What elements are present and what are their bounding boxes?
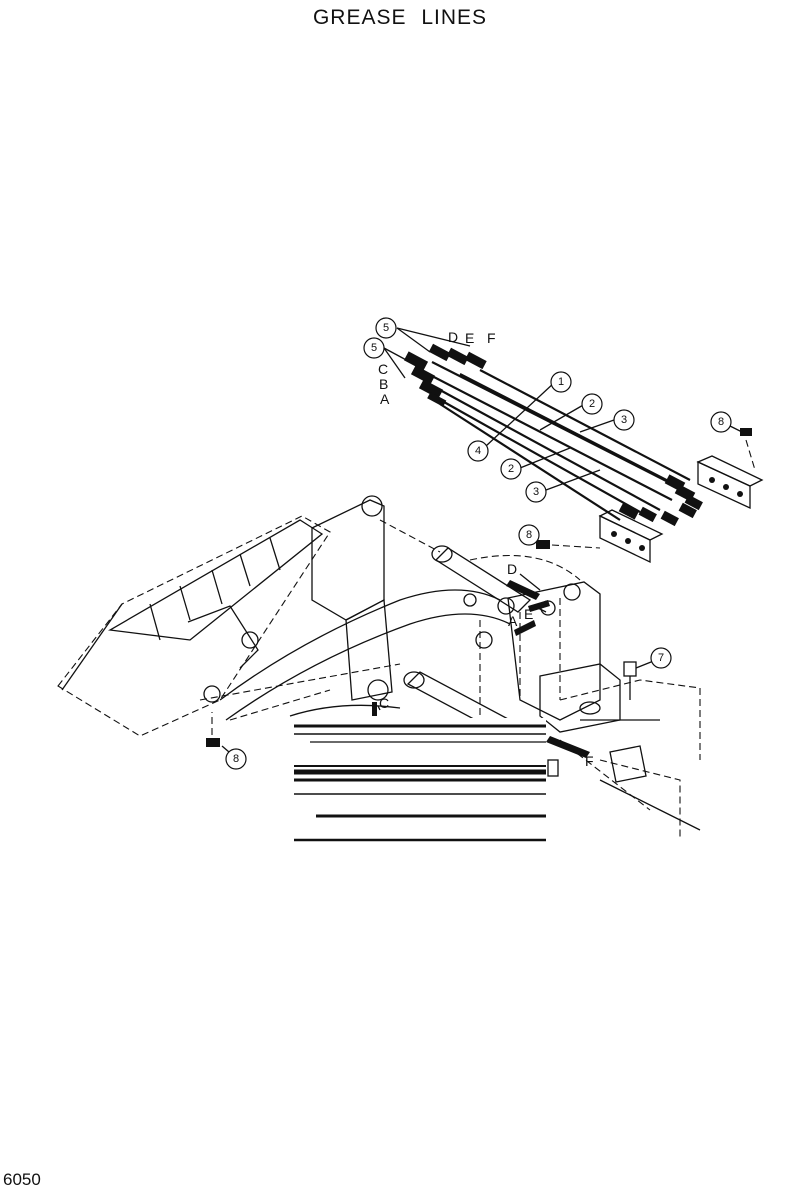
tilt-cylinder xyxy=(379,519,581,613)
label-F-lower: F xyxy=(585,753,594,769)
bolt-lower xyxy=(206,712,220,747)
label-F-upper: F xyxy=(487,330,496,346)
callout-8-middle: 8 xyxy=(518,524,540,546)
page-number: 6050 xyxy=(3,1170,41,1189)
callout-1: 1 xyxy=(550,371,572,393)
loader-boom xyxy=(219,495,511,721)
svg-text:1: 1 xyxy=(558,376,564,388)
label-D-lower: D xyxy=(507,561,517,577)
grease-pipes xyxy=(431,361,691,521)
callout-5-left: 5 xyxy=(363,337,385,359)
diagram-title: GREASE LINES xyxy=(312,6,488,29)
svg-text:8: 8 xyxy=(526,529,532,541)
callout-8-upper: 8 xyxy=(710,411,732,433)
callout-2-lower: 2 xyxy=(500,458,522,480)
label-A-lower: A xyxy=(508,613,518,629)
label-C-upper: C xyxy=(378,361,388,377)
callout-8-lower: 8 xyxy=(225,748,247,770)
grease-nipple-7 xyxy=(623,661,637,700)
label-B-upper: B xyxy=(379,376,388,392)
svg-text:2: 2 xyxy=(508,463,514,475)
mounting-block-lower xyxy=(598,509,664,564)
callout-7: 7 xyxy=(650,647,672,669)
svg-text:8: 8 xyxy=(718,416,724,428)
callout-3-lower: 3 xyxy=(525,481,547,503)
fitting-cluster xyxy=(403,343,487,407)
svg-text:8: 8 xyxy=(233,753,239,765)
assembly-leaders xyxy=(383,327,743,544)
callout-5-top: 5 xyxy=(375,317,397,339)
loader-frame-tower xyxy=(463,581,601,721)
label-C-lower: C xyxy=(379,695,389,711)
svg-text:4: 4 xyxy=(475,445,481,457)
label-A-upper: A xyxy=(380,391,390,407)
loader-bucket xyxy=(57,515,401,737)
bolt-upper xyxy=(740,428,756,471)
bolt-middle xyxy=(536,540,601,549)
label-E-lower: E xyxy=(524,606,533,622)
grease-fitting-marks xyxy=(372,580,590,758)
svg-text:3: 3 xyxy=(533,486,539,498)
grease-line-assembly xyxy=(383,327,764,564)
callout-4: 4 xyxy=(467,440,489,462)
svg-text:3: 3 xyxy=(621,414,627,426)
radiator-grille xyxy=(289,704,546,842)
label-E-upper: E xyxy=(465,330,474,346)
svg-text:5: 5 xyxy=(383,322,389,334)
label-D-upper: D xyxy=(448,329,458,345)
mounting-block-upper xyxy=(696,455,764,510)
svg-text:7: 7 xyxy=(658,652,664,664)
callout-2-upper: 2 xyxy=(581,393,603,415)
svg-text:5: 5 xyxy=(371,342,377,354)
letter-labels: A B C D E F A C D E F xyxy=(378,329,594,769)
svg-text:2: 2 xyxy=(589,398,595,410)
pipe-end-fittings xyxy=(618,474,703,527)
callout-3-upper: 3 xyxy=(613,409,635,431)
machine-chassis xyxy=(539,663,701,840)
